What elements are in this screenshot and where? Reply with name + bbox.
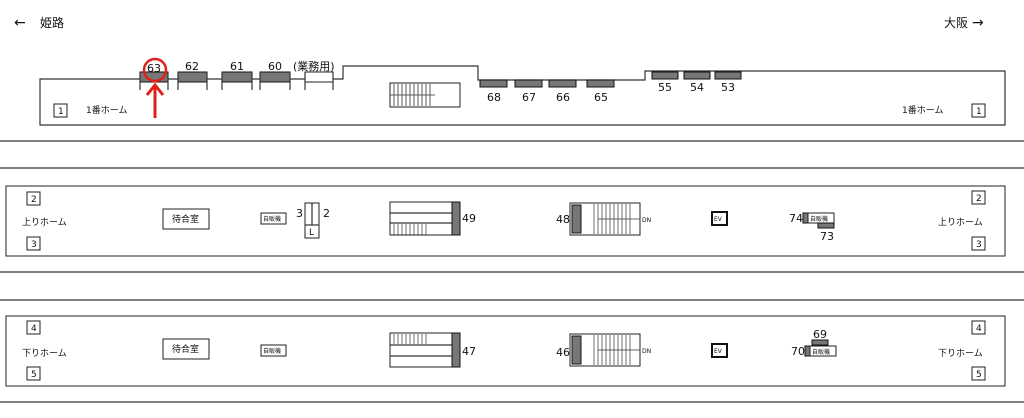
svg-text:自販機: 自販機: [263, 347, 281, 355]
svg-text:EV: EV: [714, 216, 723, 223]
platform45-label-left: 下りホーム: [22, 348, 67, 359]
vending-machine: 自販機: [260, 344, 287, 357]
svg-text:1: 1: [976, 107, 982, 117]
car-number: 67: [522, 91, 536, 104]
car-stop-67[interactable]: 67: [514, 79, 543, 104]
car-number: 65: [594, 91, 608, 104]
platform1-label-right: 1番ホーム: [902, 104, 943, 116]
svg-text:自販機: 自販機: [810, 215, 828, 223]
svg-text:4: 4: [31, 324, 37, 334]
platform23-label-left: 上りホーム: [22, 217, 67, 228]
stairs-icon: [389, 82, 461, 108]
track-5-right: 5: [971, 366, 986, 381]
svg-text:74: 74: [789, 212, 803, 225]
svg-text:1: 1: [58, 107, 64, 117]
svg-text:73: 73: [820, 230, 834, 243]
car-number: 61: [230, 60, 244, 73]
track-3-left: 3: [26, 236, 41, 251]
direction-left-label: 姫路: [40, 15, 64, 30]
track-1-right: 1: [971, 103, 986, 118]
svg-text:2: 2: [323, 207, 330, 220]
staff-only-label: (業務用): [293, 59, 335, 73]
svg-text:70: 70: [791, 345, 805, 358]
left-arrow-icon: ←: [14, 15, 26, 31]
car-stop-62[interactable]: 62: [177, 60, 208, 90]
svg-text:EV: EV: [714, 348, 723, 355]
car-stop-65[interactable]: 65: [586, 79, 615, 104]
car-stop-53[interactable]: 53: [714, 71, 742, 94]
svg-text:3: 3: [31, 240, 37, 250]
up-arrow-icon: [145, 82, 165, 118]
car-stop-66[interactable]: 66: [548, 79, 577, 104]
svg-text:5: 5: [31, 370, 37, 380]
elevator-l: 3 2 L: [296, 202, 330, 239]
svg-text:5: 5: [976, 370, 982, 380]
svg-text:2: 2: [31, 195, 37, 205]
car-number: 53: [721, 81, 735, 94]
elevator-ev: EV: [711, 343, 728, 358]
svg-text:待合室: 待合室: [172, 343, 199, 355]
track-1-left: 1: [53, 103, 68, 118]
waiting-room: 待合室: [162, 338, 210, 360]
track-5-left: 5: [26, 366, 41, 381]
elevator-ev: EV: [711, 211, 728, 226]
svg-text:47: 47: [462, 345, 476, 358]
car-stop-68[interactable]: 68: [479, 79, 508, 104]
platform1-label-left: 1番ホーム: [86, 104, 127, 116]
car-stop-54[interactable]: 54: [683, 71, 711, 94]
platform23-outline: [5, 185, 1006, 257]
vending-machine: 自販機: [260, 212, 287, 225]
highlight-circle: [142, 57, 168, 83]
car-number: 68: [487, 91, 501, 104]
svg-text:待合室: 待合室: [172, 213, 199, 225]
staff-only-area: (業務用): [293, 59, 335, 90]
direction-himeji: ← 姫路: [14, 15, 64, 31]
svg-text:DN: DN: [642, 217, 651, 224]
platform1-outline: [39, 65, 1006, 126]
car-number: 55: [658, 81, 672, 94]
vending-69-70: 自販機 69 70: [791, 328, 837, 358]
waiting-room: 待合室: [162, 208, 210, 230]
car-number: 60: [268, 60, 282, 73]
svg-text:48: 48: [556, 213, 570, 226]
stairs-46: 46 DN: [556, 333, 651, 367]
car-stop-60[interactable]: 60: [259, 60, 291, 90]
svg-text:3: 3: [976, 240, 982, 250]
track-2-right: 2: [971, 190, 986, 205]
svg-text:DN: DN: [642, 348, 651, 355]
car-stop-61[interactable]: 61: [221, 60, 253, 90]
escalator-49: 49: [389, 201, 476, 236]
track-2-left: 2: [26, 191, 41, 206]
car-number: 62: [185, 60, 199, 73]
svg-text:3: 3: [296, 207, 303, 220]
track-3-right: 3: [971, 236, 986, 251]
platform45-label-right: 下りホーム: [938, 348, 983, 359]
car-stop-55[interactable]: 55: [651, 71, 679, 94]
vending-74-73: 自販機 74 73: [789, 212, 835, 243]
car-number: 54: [690, 81, 704, 94]
svg-text:自販機: 自販機: [812, 348, 830, 356]
track-4-right: 4: [971, 320, 986, 335]
stairs-48: 48 DN: [556, 202, 651, 236]
svg-text:L: L: [309, 228, 314, 238]
svg-text:4: 4: [976, 324, 982, 334]
svg-text:2: 2: [976, 194, 982, 204]
track-4-left: 4: [26, 320, 41, 335]
escalator-47: 47: [389, 332, 476, 368]
platform45-outline: [5, 315, 1006, 387]
direction-osaka: 大阪 →: [944, 15, 984, 31]
direction-right-label: 大阪: [944, 16, 968, 30]
svg-text:46: 46: [556, 346, 570, 359]
car-stop-63[interactable]: 63: [139, 62, 169, 90]
platform23-label-right: 上りホーム: [938, 217, 983, 228]
svg-text:自販機: 自販機: [263, 215, 281, 223]
right-arrow-icon: →: [972, 15, 984, 31]
car-number: 63: [147, 62, 161, 75]
svg-text:69: 69: [813, 328, 827, 341]
svg-text:49: 49: [462, 212, 476, 225]
car-number: 66: [556, 91, 570, 104]
